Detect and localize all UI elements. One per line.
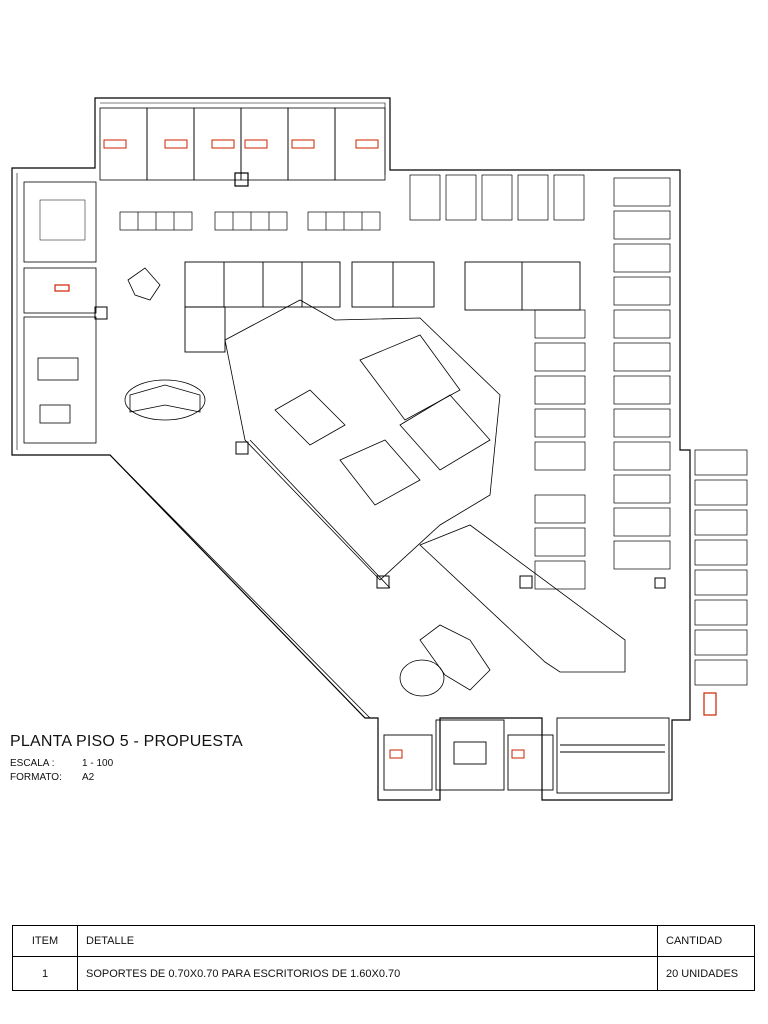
scale-value: 1 - 100 <box>82 758 114 769</box>
header-detail: DETALLE <box>77 925 658 957</box>
far-right-workstations <box>694 449 748 686</box>
cell-detail: SOPORTES DE 0.70X0.70 PARA ESCRITORIOS D… <box>77 956 658 991</box>
building-core <box>109 299 501 719</box>
format-label: FORMATO: <box>10 772 62 783</box>
central-offices <box>184 261 581 353</box>
scale-label: ESCALA : <box>10 758 55 769</box>
format-row: FORMATO: A2 <box>10 771 243 785</box>
inner-column-workstations <box>534 309 586 590</box>
structural-columns <box>94 306 666 589</box>
items-table: ITEM DETALLE CANTIDAD 1 SOPORTES DE 0.70… <box>12 925 755 991</box>
top-offices <box>99 107 386 181</box>
desk-clusters <box>119 211 381 231</box>
upper-workstations <box>409 174 585 221</box>
lounge-furniture <box>124 267 491 697</box>
left-rooms <box>23 181 97 444</box>
diagonal-service <box>419 524 626 673</box>
plan-title: PLANTA PISO 5 - PROPUESTA <box>10 733 243 750</box>
format-value: A2 <box>82 772 95 783</box>
header-item: ITEM <box>12 925 78 957</box>
header-quantity: CANTIDAD <box>657 925 755 957</box>
plan-title-block: PLANTA PISO 5 - PROPUESTA ESCALA : 1 - 1… <box>10 733 243 785</box>
cell-quantity: 20 UNIDADES <box>657 956 755 991</box>
scale-row: ESCALA : 1 - 100 <box>10 757 243 771</box>
right-workstations <box>613 177 671 570</box>
building-outline <box>11 97 691 801</box>
floor-plan-drawing <box>11 97 748 801</box>
bottom-offices <box>383 717 670 794</box>
table-header-row: ITEM DETALLE CANTIDAD <box>12 925 755 957</box>
table-row: 1 SOPORTES DE 0.70X0.70 PARA ESCRITORIOS… <box>12 956 755 991</box>
cell-item: 1 <box>12 956 78 991</box>
